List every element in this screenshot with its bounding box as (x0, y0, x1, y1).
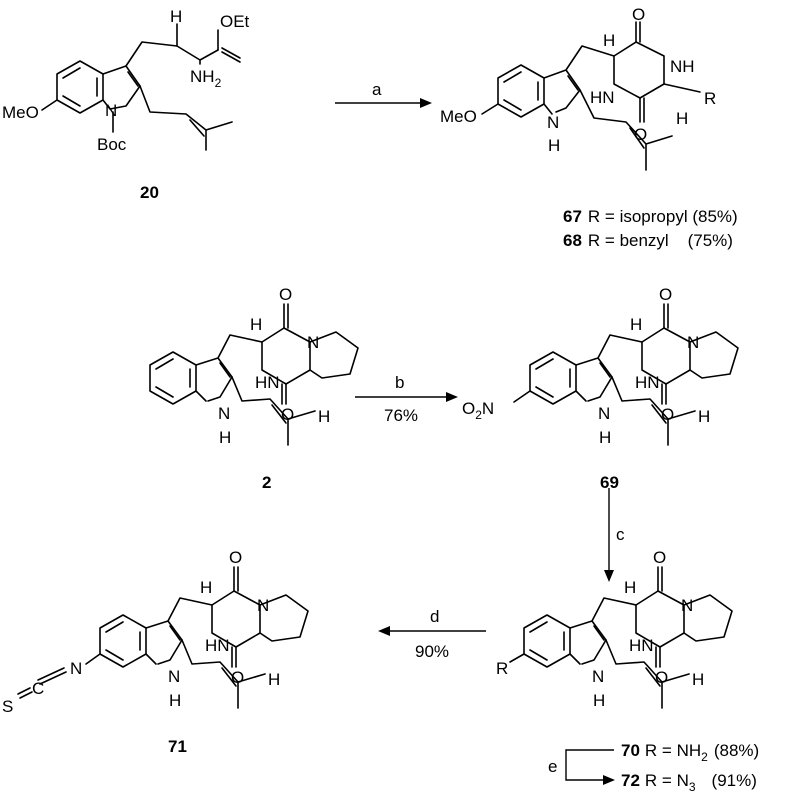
meo-label: MeO (440, 107, 477, 126)
reaction-arrow-a: a (335, 80, 432, 108)
compound-2: N H O N HN H H O 2 (149, 285, 359, 492)
carbonyl-o-top: O (229, 548, 242, 567)
compound-20: OEt H NH2 MeO N Boc 20 (2, 7, 250, 202)
reaction-arrow-c: c (604, 488, 625, 582)
reagent-label-c: c (616, 525, 625, 544)
carbonyl-o-top: O (279, 285, 292, 304)
reagent-label-a: a (372, 80, 382, 99)
carbonyl-o-top: O (632, 5, 645, 24)
alpha-h-label: H (630, 315, 642, 334)
indole-n-label: N (598, 404, 610, 423)
pro-h-label: H (318, 407, 330, 426)
yield-label-d: 90% (415, 642, 449, 661)
indole-h-label: H (219, 428, 231, 447)
hn-label: HN (205, 636, 230, 655)
carbonyl-o-bottom: O (655, 668, 668, 687)
r-label: R (704, 89, 716, 108)
pro-h-label: H (692, 670, 704, 689)
pro-h-label: H (268, 670, 280, 689)
carbonyl-o-bottom: O (231, 668, 244, 687)
indole-h-label: H (548, 136, 560, 155)
carbonyl-o-bottom: O (661, 405, 674, 424)
isothiocyanate-s-label: S (2, 697, 13, 716)
r-label: R (496, 659, 508, 678)
hn-label: HN (629, 636, 654, 655)
compound-number-2: 2 (262, 473, 271, 492)
carbonyl-o-bottom: O (281, 405, 294, 424)
hn-label: HN (590, 88, 615, 107)
carbonyl-o-bottom: O (634, 125, 647, 144)
boc-label: Boc (97, 135, 127, 154)
ring-n-label: N (687, 333, 699, 352)
n-label: N (105, 101, 117, 120)
ring-n-label: N (681, 596, 693, 615)
alpha-h-label: H (250, 315, 262, 334)
indole-h-label: H (169, 691, 181, 710)
indole-n-label: N (547, 113, 559, 132)
reaction-arrow-b: b 76% (355, 373, 458, 425)
no2-label: O2N (462, 399, 494, 422)
alpha-h-label: H (624, 578, 636, 597)
beta-h-label: H (676, 109, 688, 128)
isothiocyanate-c-label: C (32, 679, 44, 698)
h-label: H (170, 7, 182, 26)
hn-label: HN (255, 373, 280, 392)
nh-label: NH (670, 57, 695, 76)
reagent-label-b: b (395, 373, 404, 392)
carbonyl-o-top: O (653, 548, 666, 567)
meo-label: MeO (2, 103, 39, 122)
nh2-label: NH2 (190, 67, 222, 90)
hn-label: HN (635, 373, 660, 392)
carbonyl-o-top: O (659, 285, 672, 304)
alpha-h-label: H (200, 578, 212, 597)
yield-label-b: 76% (384, 406, 418, 425)
reaction-arrow-e: e (548, 749, 615, 785)
isothiocyanate-n-label: N (70, 659, 82, 678)
compound-number-71: 71 (168, 737, 187, 756)
ring-n-label: N (257, 596, 269, 615)
compound-number-20: 20 (140, 183, 159, 202)
reagent-label-d: d (430, 607, 439, 626)
compound-71: N C S N H O N HN H H O 71 (2, 548, 309, 756)
pro-h-label: H (698, 407, 710, 426)
reagent-label-e: e (548, 757, 557, 776)
ring-n-label: N (307, 333, 319, 352)
indole-n-label: N (592, 667, 604, 686)
alpha-h-label: H (603, 31, 615, 50)
indole-n-label: N (218, 404, 230, 423)
indole-h-label: H (593, 691, 605, 710)
indole-h-label: H (599, 428, 611, 447)
reaction-arrow-d: d 90% (378, 607, 486, 661)
oet-label: OEt (220, 12, 250, 31)
compound-69: O2N N H O N HN H H O 69 (462, 285, 739, 492)
indole-n-label: N (168, 667, 180, 686)
compound-number-69: 69 (600, 473, 619, 492)
